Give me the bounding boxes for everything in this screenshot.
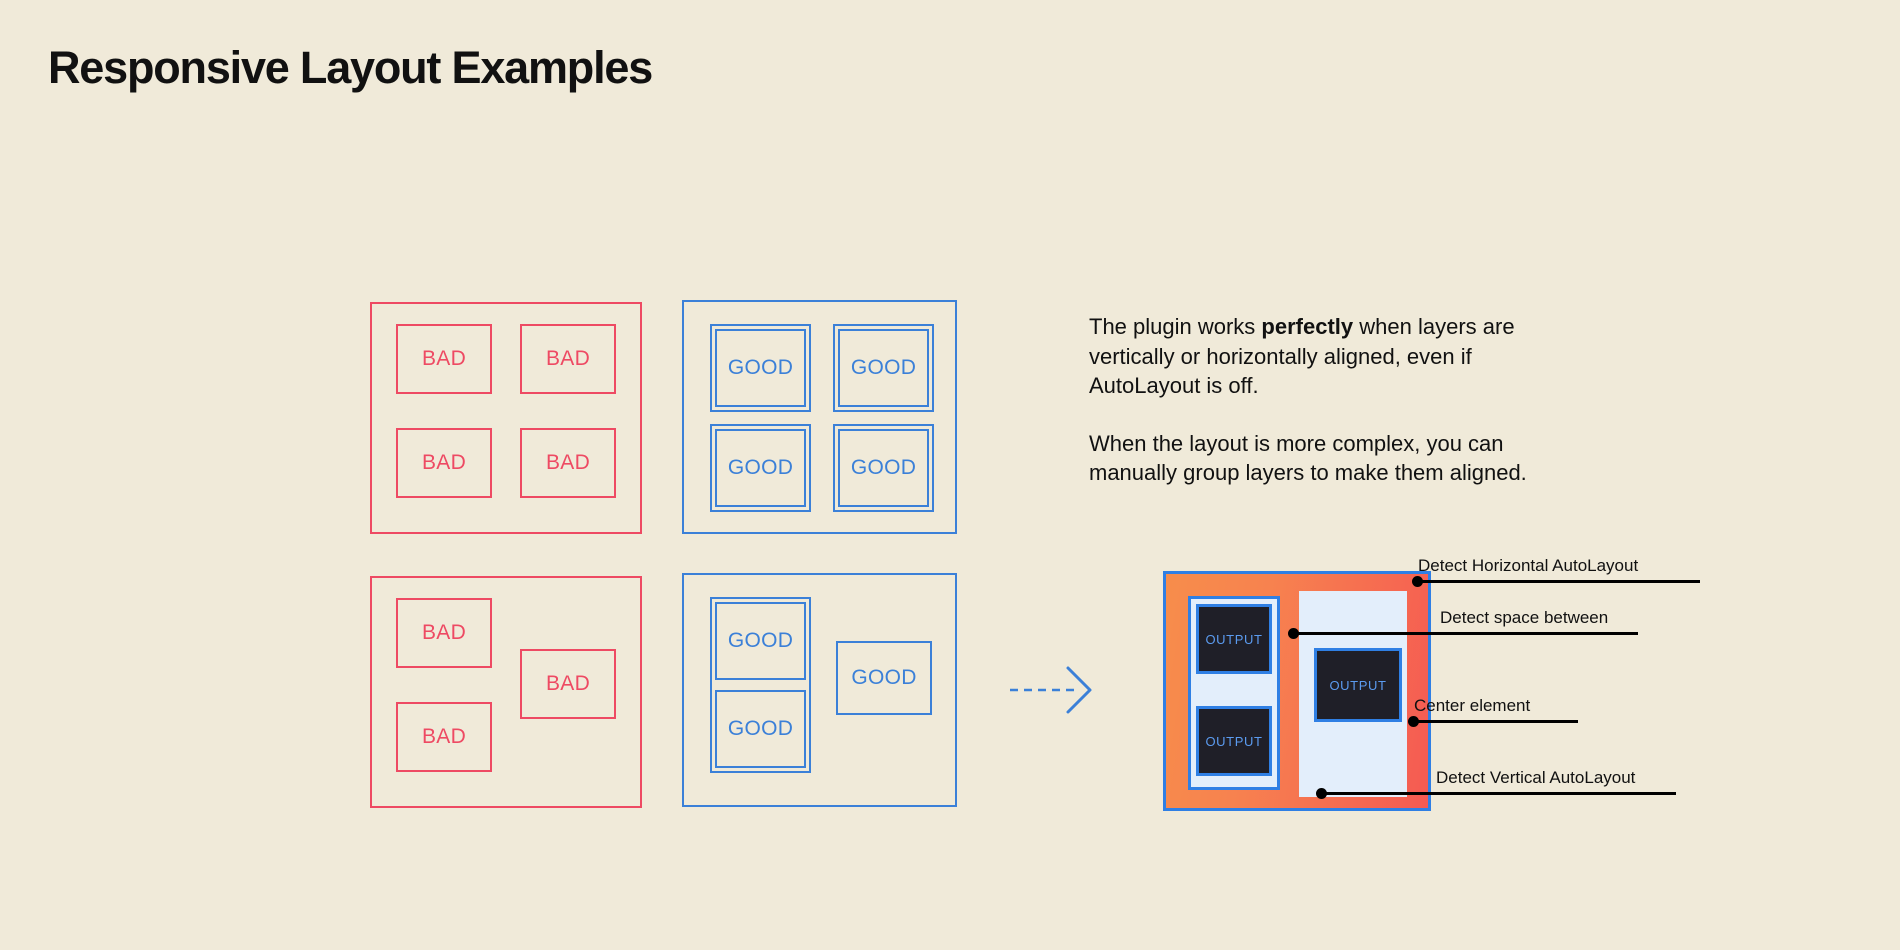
output-box: OUTPUT xyxy=(1196,604,1272,674)
bad-grid-cell: BAD xyxy=(520,428,616,498)
good-grid-wrapper: GOOD xyxy=(833,324,934,412)
annotation-label: Detect space between xyxy=(1440,608,1609,627)
annotation-line xyxy=(1417,580,1700,583)
good-grid-wrapper: GOOD xyxy=(710,424,811,512)
bad-complex-cell: BAD xyxy=(396,702,492,772)
good-grid-wrapper: GOOD xyxy=(833,424,934,512)
annotation-label: Detect Horizontal AutoLayout xyxy=(1418,556,1639,575)
bad-grid-cell: BAD xyxy=(520,324,616,394)
good-complex-wrapper: GOOD GOOD xyxy=(710,597,811,773)
good-complex-cell: GOOD xyxy=(715,690,806,768)
description-p1-part2: when layers are vertically or horizontal… xyxy=(1089,314,1515,398)
annotation-line xyxy=(1321,792,1676,795)
bad-complex-group: BAD BAD BAD xyxy=(370,576,642,808)
good-grid-group: GOOD GOOD GOOD GOOD xyxy=(682,300,957,534)
description-p1-bold: perfectly xyxy=(1261,314,1354,339)
good-grid-cell: GOOD xyxy=(838,329,929,407)
annotation-line xyxy=(1293,632,1638,635)
bad-grid-cell: BAD xyxy=(396,324,492,394)
output-box: OUTPUT xyxy=(1314,648,1402,722)
description-p1-part1: The plugin works xyxy=(1089,314,1262,339)
good-grid-wrapper: GOOD xyxy=(710,324,811,412)
bad-grid-cell: BAD xyxy=(396,428,492,498)
good-complex-cell: GOOD xyxy=(715,602,806,680)
description-paragraph-1: The plugin works perfectly when layers a… xyxy=(1089,312,1559,401)
bad-complex-cell: BAD xyxy=(520,649,616,719)
dashed-arrow-right-icon xyxy=(1010,666,1092,714)
annotation-label: Detect Vertical AutoLayout xyxy=(1436,768,1636,787)
page-title: Responsive Layout Examples xyxy=(48,42,653,93)
good-complex-group: GOOD GOOD GOOD xyxy=(682,573,957,807)
good-grid-cell: GOOD xyxy=(715,329,806,407)
output-panel: OUTPUT OUTPUT OUTPUT xyxy=(1163,571,1431,811)
output-box: OUTPUT xyxy=(1196,706,1272,776)
annotation-label: Center element xyxy=(1414,696,1531,715)
good-complex-cell: GOOD xyxy=(836,641,932,715)
description-paragraph-2: When the layout is more complex, you can… xyxy=(1089,430,1527,486)
output-left-column: OUTPUT OUTPUT xyxy=(1188,596,1280,790)
annotation-line xyxy=(1413,720,1578,723)
description-text: The plugin works perfectly when layers a… xyxy=(1089,312,1559,488)
bad-grid-group: BAD BAD BAD BAD xyxy=(370,302,642,534)
bad-complex-cell: BAD xyxy=(396,598,492,668)
good-grid-cell: GOOD xyxy=(838,429,929,507)
good-grid-cell: GOOD xyxy=(715,429,806,507)
